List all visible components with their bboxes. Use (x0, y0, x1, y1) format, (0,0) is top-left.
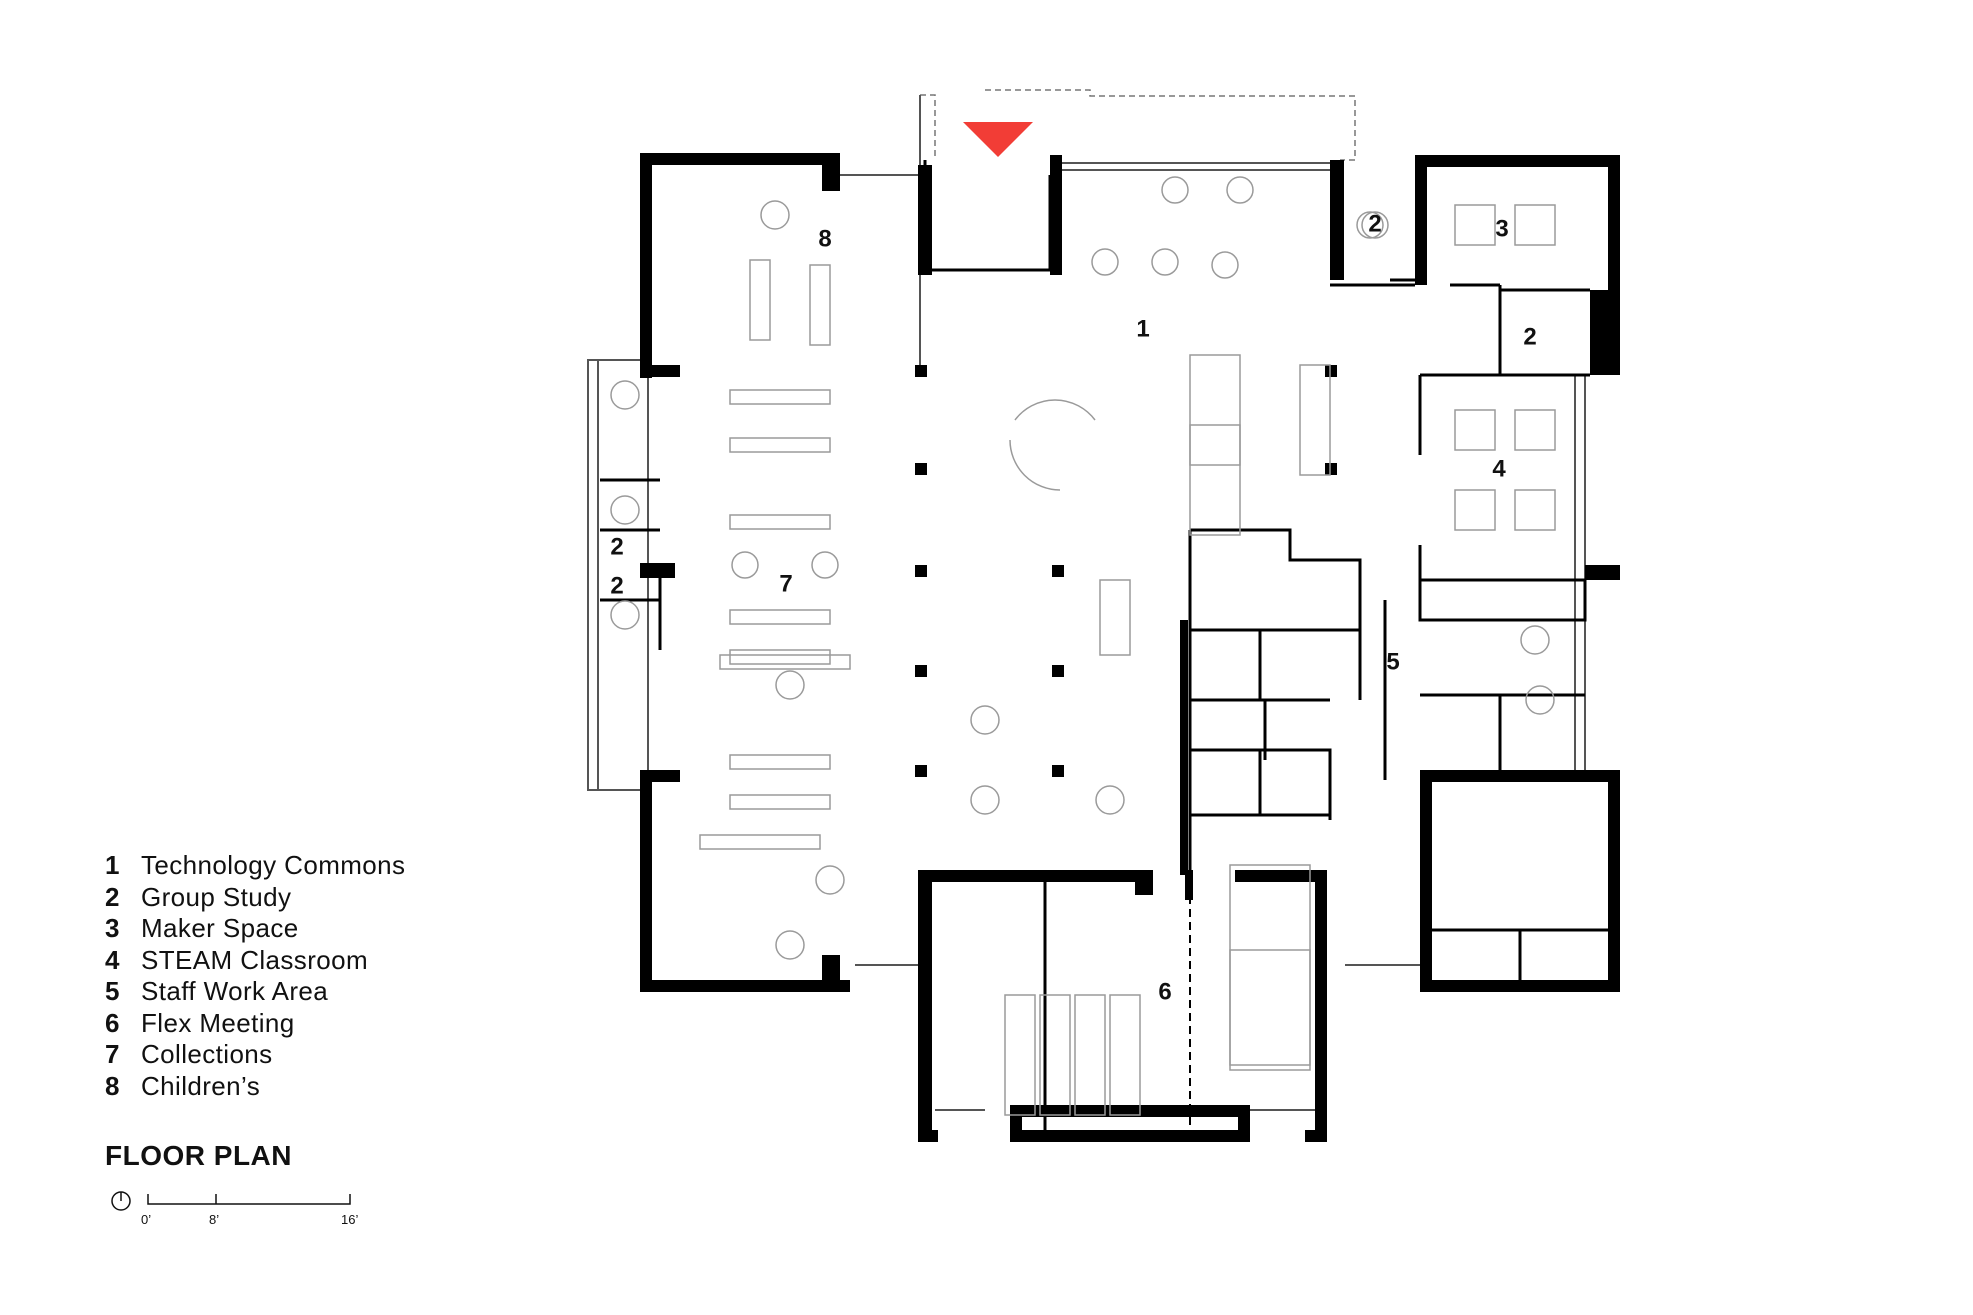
columns (915, 365, 1337, 777)
legend-item: 3 Maker Space (105, 913, 405, 945)
legend-name: Maker Space (141, 913, 299, 943)
legend-name: Children’s (141, 1070, 261, 1101)
legend-item: 6 Flex Meeting (105, 1008, 405, 1040)
room-label-7: 7 (779, 570, 792, 597)
plan-title: FLOOR PLAN (105, 1140, 292, 1171)
room-label-1: 1 (1136, 315, 1149, 342)
legend-name: Flex Meeting (141, 1007, 295, 1038)
room-label-4: 4 (1492, 455, 1506, 482)
exterior-walls (640, 153, 1620, 1142)
furniture (610, 176, 1556, 1116)
scale-bar: 0’ 8’ 16’ (108, 1190, 368, 1230)
legend-name: Technology Commons (141, 850, 406, 880)
room-label-5: 5 (1386, 648, 1399, 675)
legend-number: 3 (105, 913, 120, 943)
legend-number: 6 (105, 1007, 120, 1038)
room-legend: 1 Technology Commons 2 Group Study 3 Maker … (105, 850, 405, 1102)
legend-item: 4 STEAM Classroom (105, 945, 405, 977)
legend-name: Collections (141, 1039, 273, 1069)
scale-label-8: 8’ (209, 1212, 220, 1227)
room-label-2: 2 (1368, 210, 1381, 237)
interior-walls (600, 160, 1608, 1130)
legend-item: 2 Group Study (105, 882, 405, 914)
room-label-8: 8 (818, 225, 831, 252)
room-label-2: 2 (610, 572, 623, 599)
glazing-lines (587, 95, 1586, 1111)
scale-label-16: 16’ (341, 1212, 359, 1227)
legend-number: 7 (105, 1039, 120, 1069)
entry-canopy (920, 89, 1356, 161)
legend-name: STEAM Classroom (141, 944, 369, 975)
legend-number: 4 (105, 944, 120, 975)
scale-graphic (111, 1191, 351, 1211)
room-label-2: 2 (1523, 323, 1536, 350)
room-label-6: 6 (1158, 978, 1171, 1005)
legend-number: 8 (105, 1070, 120, 1101)
entry-marker-icon (963, 122, 1033, 157)
scale-label-0: 0’ (141, 1212, 152, 1227)
legend-item: 5 Staff Work Area (105, 976, 405, 1008)
room-labels: 1 2 2 2 2 3 4 5 6 7 8 (610, 210, 1536, 1005)
room-label-3: 3 (1495, 215, 1508, 242)
legend-name: Group Study (141, 881, 292, 912)
legend-name: Staff Work Area (141, 976, 329, 1006)
north-arrow-icon (111, 1191, 131, 1211)
legend-number: 1 (105, 850, 120, 880)
legend-item: 7 Collections (105, 1039, 405, 1071)
legend-item: 8 Children’s (105, 1071, 405, 1103)
room-label-2: 2 (610, 533, 623, 560)
legend-item: 1 Technology Commons (105, 850, 405, 882)
legend-number: 5 (105, 976, 120, 1006)
legend-number: 2 (105, 881, 120, 912)
